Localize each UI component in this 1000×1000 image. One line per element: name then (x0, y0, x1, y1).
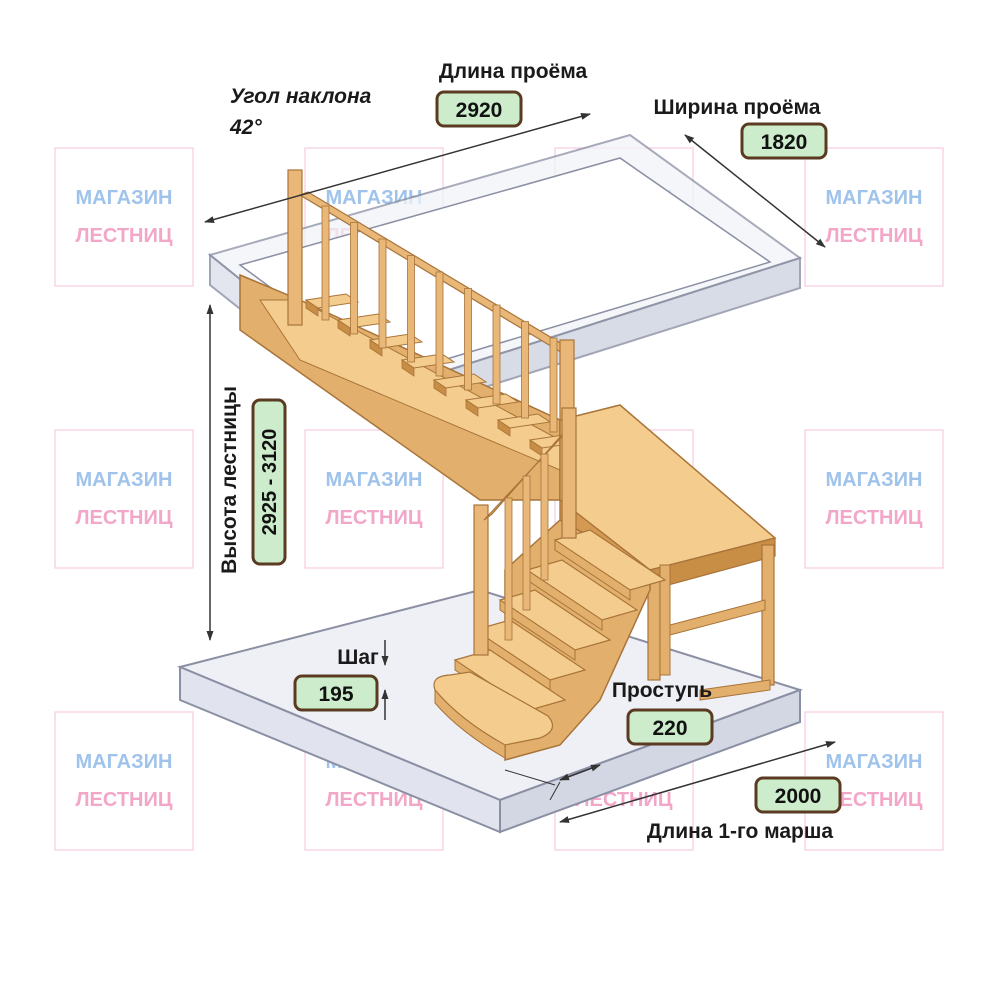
watermark-tile: МАГАЗИН ЛЕСТНИЦ (804, 147, 944, 287)
watermark-tile: МАГАЗИН ЛЕСТНИЦ (54, 429, 194, 569)
upper-step-riser (465, 399, 479, 417)
lower-baluster (504, 497, 513, 641)
watermark-line1: МАГАЗИН (826, 469, 923, 491)
flight-title: Длина 1-го марша (647, 820, 833, 843)
dimension-lines (204, 113, 836, 823)
upper-railing (287, 169, 575, 531)
flight-badge: 2000 (754, 776, 842, 814)
watermark-line1: МАГАЗИН (76, 187, 173, 209)
height-value: 2925 - 3120 (259, 429, 281, 536)
watermark-line2: ЛЕСТНИЦ (76, 507, 173, 529)
step-value: 195 (318, 683, 353, 706)
opening-width-dim (684, 134, 826, 248)
step-badge: 195 (293, 674, 379, 712)
lower-steps (433, 529, 667, 759)
height-title: Высота лестницы (218, 386, 241, 574)
watermark-tile: МАГАЗИН ЛЕСТНИЦ (54, 147, 194, 287)
upper-step-riser (305, 299, 319, 317)
upper-baluster (350, 222, 358, 335)
watermark-tile: МАГАЗИН ЛЕСТНИЦ (304, 429, 444, 569)
watermark-line1: МАГАЗИН (826, 751, 923, 773)
upper-step-riser (497, 419, 511, 437)
angle-value: 42° (229, 116, 262, 139)
watermark-line2: ЛЕСТНИЦ (326, 789, 423, 811)
lower-railing (473, 407, 577, 656)
upper-baluster (321, 205, 330, 321)
watermark-line2: ЛЕСТНИЦ (826, 507, 923, 529)
lower-step-rounded-front (434, 688, 506, 759)
watermark-line2: ЛЕСТНИЦ (326, 507, 423, 529)
opening-width-value: 1820 (761, 131, 808, 154)
upper-step-riser (337, 319, 351, 337)
upper-baluster (378, 238, 387, 349)
upper-baluster (549, 337, 558, 433)
watermark-tile: МАГАЗИН ЛЕСТНИЦ (804, 711, 944, 851)
watermark-line2: ЛЕСТНИЦ (826, 225, 923, 247)
opening-length-value: 2920 (456, 99, 503, 122)
upper-baluster (435, 271, 444, 377)
angle-title: Угол наклона (230, 85, 372, 108)
tread-value: 220 (652, 717, 687, 740)
opening-length-dim (204, 113, 591, 223)
watermark-tile: МАГАЗИН ЛЕСТНИЦ (804, 429, 944, 569)
watermark-line1: МАГАЗИН (76, 469, 173, 491)
opening-length-badge: 2920 (435, 90, 523, 128)
upper-step-riser (433, 379, 447, 397)
height-badge: 2925 - 3120 (251, 398, 287, 566)
watermark-line1: МАГАЗИН (76, 751, 173, 773)
opening-length-title: Длина проёма (439, 60, 588, 83)
step-title: Шаг (337, 646, 379, 669)
flight-value: 2000 (775, 785, 822, 808)
flight-length-dim (559, 741, 836, 823)
upper-baluster (407, 255, 415, 363)
lower-step-front (499, 599, 576, 661)
watermark-line1: МАГАЗИН (326, 469, 423, 491)
upper-step-riser (369, 339, 383, 357)
upper-step-riser (401, 359, 415, 377)
opening-width-badge: 1820 (740, 122, 828, 160)
watermark-line2: ЛЕСТНИЦ (826, 789, 923, 811)
tread-title: Проступь (612, 679, 712, 702)
upper-baluster (464, 288, 472, 391)
watermark-tile: МАГАЗИН ЛЕСТНИЦ (54, 711, 194, 851)
watermark-line2: ЛЕСТНИЦ (76, 789, 173, 811)
opening-width-title: Ширина проёма (654, 96, 821, 119)
watermark-line1: МАГАЗИН (826, 187, 923, 209)
labels: Длина проёма 2920 Ширина проёма 1820 Уго… (218, 60, 842, 843)
lower-step-front (554, 539, 631, 601)
lower-baluster (540, 453, 549, 581)
upper-baluster (521, 321, 529, 419)
lower-baluster (522, 475, 531, 611)
upper-baluster (492, 304, 501, 405)
tread-badge: 220 (626, 708, 714, 746)
watermark-line2: ЛЕСТНИЦ (76, 225, 173, 247)
